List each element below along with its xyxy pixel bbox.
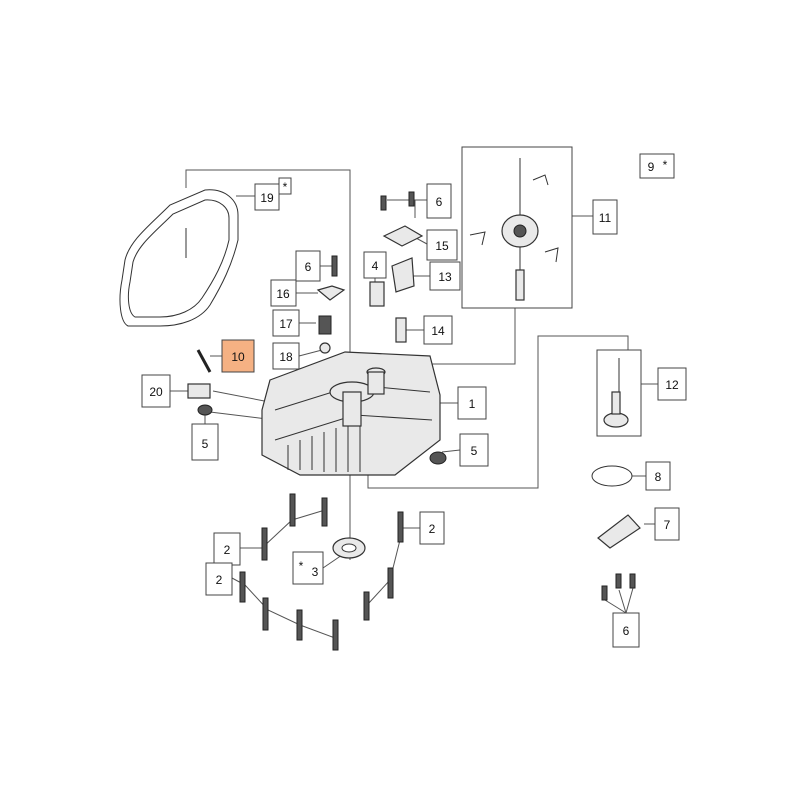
callout-19[interactable]: 19 * [254, 177, 292, 211]
callout-9-star: * [663, 158, 668, 172]
callout-8[interactable]: 8 [645, 461, 671, 491]
callout-2-left-upper[interactable]: 2 [213, 532, 241, 566]
callout-2-label: 2 [429, 522, 436, 536]
callout-12[interactable]: 12 [657, 367, 687, 401]
callout-3-label: 3 [312, 565, 319, 579]
callout-7[interactable]: 7 [654, 507, 680, 541]
callout-6-label: 6 [305, 260, 312, 274]
callout-16[interactable]: 16 [270, 279, 297, 307]
callout-2-left-lower[interactable]: 2 [205, 562, 233, 596]
callout-12-label: 12 [665, 378, 679, 392]
callout-2-label: 2 [224, 543, 231, 557]
callout-10-highlighted[interactable]: 10 [221, 339, 255, 373]
callout-5-label: 5 [202, 437, 209, 451]
callout-20[interactable]: 20 [141, 374, 171, 408]
leader-lines [170, 169, 658, 639]
callout-6-left[interactable]: 6 [295, 250, 321, 282]
callout-14-label: 14 [431, 324, 445, 338]
callout-5-left[interactable]: 5 [191, 423, 219, 461]
callout-4-label: 4 [372, 259, 379, 273]
callout-5-label: 5 [471, 444, 478, 458]
callout-1-label: 1 [469, 397, 476, 411]
callout-6-label: 6 [623, 624, 630, 638]
bolts-2 [239, 493, 404, 651]
callout-7-label: 7 [664, 518, 671, 532]
callout-19-label: 19 [260, 191, 274, 205]
callout-13[interactable]: 13 [429, 261, 461, 291]
callout-17-label: 17 [279, 317, 293, 331]
callout-13-label: 13 [438, 270, 452, 284]
callout-4[interactable]: 4 [363, 251, 387, 279]
governor-assembly-11 [461, 146, 573, 309]
gasket-19 [119, 189, 239, 327]
crankcase-1 [261, 351, 441, 476]
callout-18-label: 18 [279, 350, 293, 364]
small-parts [187, 191, 641, 601]
callout-3-star: * [299, 559, 304, 573]
callout-6-top[interactable]: 6 [426, 183, 452, 219]
callout-19-star: * [283, 180, 288, 194]
callout-6-label: 6 [436, 195, 443, 209]
callout-20-label: 20 [149, 385, 163, 399]
callout-8-label: 8 [655, 470, 662, 484]
callout-16-label: 16 [276, 287, 290, 301]
callout-2-label: 2 [216, 573, 223, 587]
callout-18[interactable]: 18 [272, 342, 300, 370]
callout-3[interactable]: * 3 [292, 551, 324, 585]
callout-2-right[interactable]: 2 [419, 511, 445, 545]
callout-15[interactable]: 15 [426, 229, 458, 261]
callout-5-right[interactable]: 5 [459, 433, 489, 467]
callouts: 1 2 2 2 * 3 4 5 5 [141, 153, 687, 648]
callout-11-label: 11 [599, 211, 612, 225]
oil-sensor-assembly-12 [596, 349, 642, 437]
callout-15-label: 15 [435, 239, 449, 253]
callout-17[interactable]: 17 [272, 309, 300, 337]
callout-10-label: 10 [231, 350, 245, 364]
callout-6-bottom[interactable]: 6 [612, 612, 640, 648]
callout-14[interactable]: 14 [423, 315, 453, 345]
callout-11[interactable]: 11 [592, 199, 618, 235]
callout-9[interactable]: 9 * [639, 153, 675, 179]
callout-9-label: 9 [648, 160, 655, 174]
callout-1[interactable]: 1 [457, 386, 487, 420]
